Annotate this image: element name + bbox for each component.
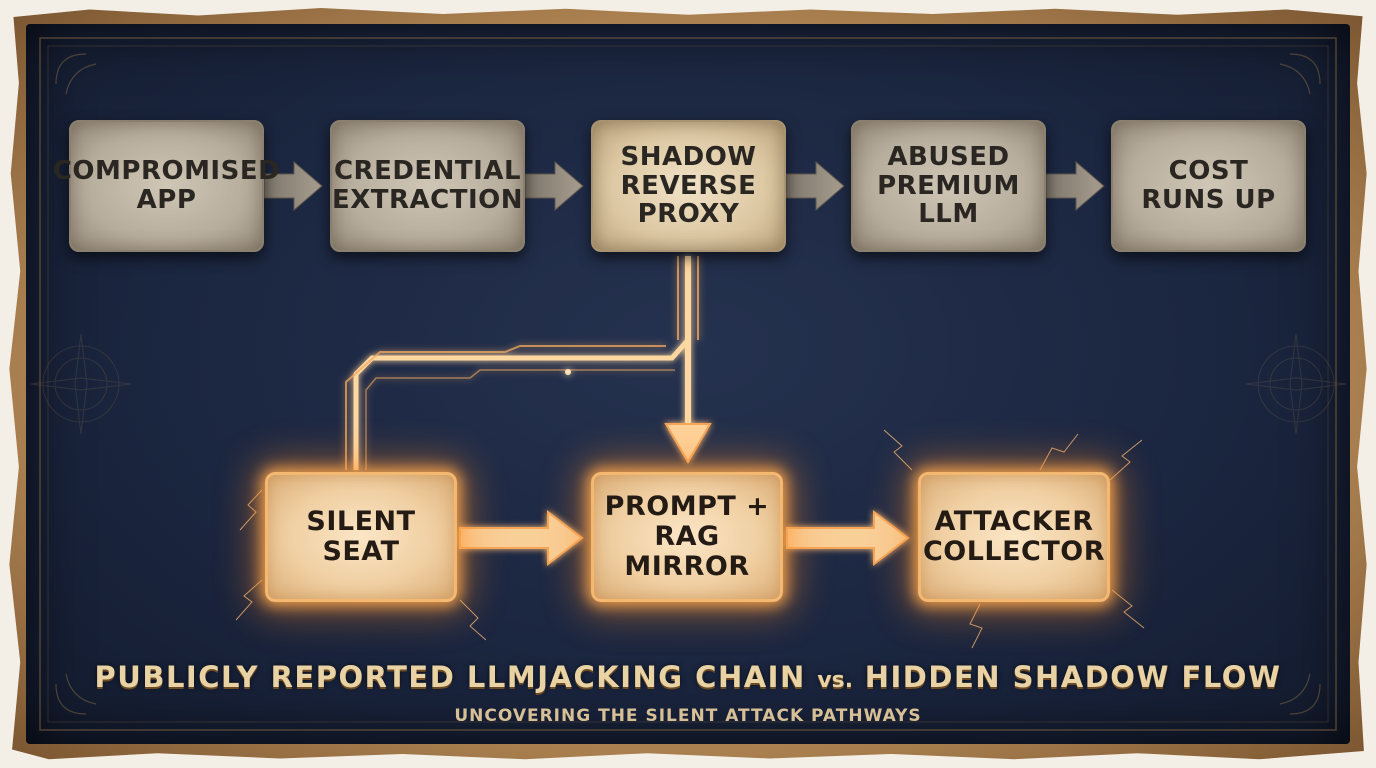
node-label: PROMPT + RAG MIRROR	[604, 491, 770, 582]
node-label: CREDENTIAL EXTRACTION	[331, 156, 524, 215]
node-abused-premium-llm: ABUSED PREMIUM LLM	[851, 120, 1046, 252]
node-shadow-reverse-proxy: SHADOW REVERSE PROXY	[591, 120, 786, 252]
node-compromised-app: COMPROMISED APP	[53, 120, 280, 252]
node-label: COST RUNS UP	[1141, 156, 1276, 215]
node-label: COMPROMISED APP	[52, 156, 281, 215]
node-label: ABUSED PREMIUM LLM	[877, 142, 1020, 230]
node-label: ATTACKER COLLECTOR	[922, 506, 1106, 567]
diagram-title: Publicly Reported LLMjacking Chain vs. H…	[0, 660, 1376, 694]
node-credential-extraction: CREDENTIAL EXTRACTION	[330, 120, 525, 252]
node-silent-seat: SILENT SEAT	[265, 472, 457, 602]
diagram-subtitle: Uncovering the Silent Attack Pathways	[454, 706, 922, 726]
node-cost-runs-up: COST RUNS UP	[1111, 120, 1306, 252]
node-prompt-rag-mirror: PROMPT + RAG MIRROR	[591, 472, 783, 602]
title-part-1: Publicly Reported LLMjacking Chain	[94, 660, 806, 694]
title-vs: vs.	[817, 668, 854, 693]
node-attacker-collector: ATTACKER COLLECTOR	[918, 472, 1110, 602]
node-label: SILENT SEAT	[306, 506, 416, 567]
node-label: SHADOW REVERSE PROXY	[620, 142, 757, 230]
title-part-2: Hidden Shadow Flow	[864, 660, 1282, 694]
